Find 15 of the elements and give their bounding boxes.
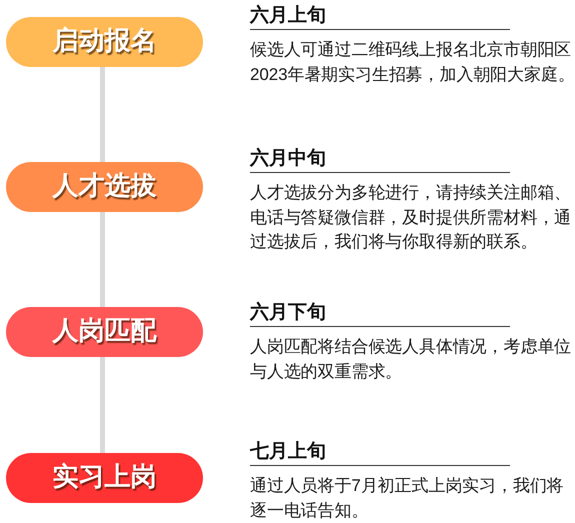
date-heading: 六月下旬	[250, 300, 326, 324]
date-heading: 六月上旬	[250, 3, 326, 27]
connector-line	[100, 212, 105, 307]
description-text: 人岗匹配将结合候选人具体情况，考虑单位与人选的双重需求。	[250, 336, 572, 382]
description-text: 通过人员将于7月初正式上岗实习，我们将逐一电话告知。	[250, 475, 565, 522]
date-heading: 七月上旬	[250, 439, 326, 463]
stage-pill: 人岗匹配	[6, 307, 203, 357]
connector-line	[100, 67, 105, 162]
description-text: 人才选拔分为多轮进行，请持续关注邮箱、电话与答疑微信群，及时提供所需材料，通过选拔后，我们将与你取得新的联系。	[250, 182, 572, 253]
stage-pill: 启动报名	[6, 17, 203, 67]
stage-pill: 实习上岗	[6, 453, 203, 503]
stage-pill: 人才选拔	[6, 162, 203, 212]
connector-line	[100, 357, 105, 453]
date-heading: 六月中旬	[250, 146, 326, 170]
description-text: 候选人可通过二维码线上报名北京市朝阳区2023年暑期实习生招募，加入朝阳大家庭。	[250, 39, 575, 86]
